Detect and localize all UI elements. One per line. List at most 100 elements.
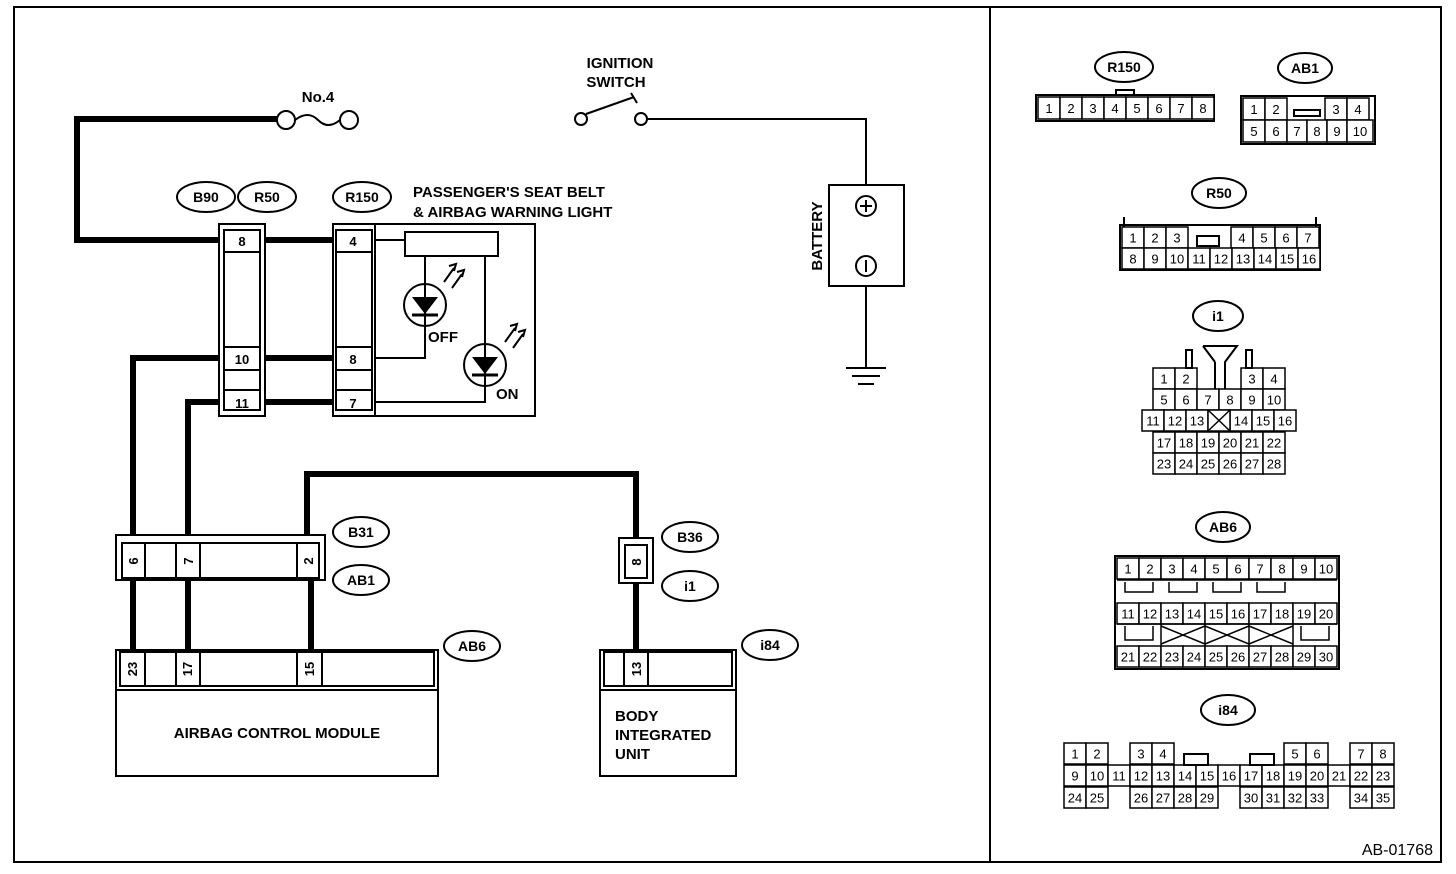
connector-pin-number: 23 [1165,650,1179,665]
fuse-label: No.4 [302,89,335,106]
connector-pin-number: 14 [1178,769,1192,784]
connector-pin-cell: 25 [1204,645,1228,668]
connector-pin-number: 10 [1353,124,1367,139]
connector-pin-number: 7 [1256,562,1263,577]
connector-pin-cell: 3 [1129,742,1153,765]
connector-pin-number: 16 [1231,607,1245,622]
connector-pin-cell: 26 [1129,786,1153,809]
connector-pin-cell: 8 [1191,96,1215,120]
connector-pin-number: 11 [1112,769,1126,784]
connector-pin-number: 6 [1282,231,1289,246]
ignition-switch: IGNITION SWITCH [574,55,654,126]
body-integrated-unit [599,649,737,777]
connector-pin-number: 30 [1244,791,1258,806]
connector-pin-cell: 6 [1264,119,1288,143]
connector-pin-cell: 27 [1151,786,1175,809]
connector-pin-number: 13 [1156,769,1170,784]
connector-pin-cell: 10 [1262,388,1286,411]
figure-id: AB-01768 [1362,842,1433,859]
connector-pin-number: 20 [1310,769,1324,784]
connector-pin-cell: 24 [1063,786,1087,809]
connector-pin-number: 15 [1256,414,1270,429]
connector-pin-cell: 4 [1346,97,1370,121]
connector-pin-number: 5 [1260,231,1267,246]
connector-pin-number: 9 [1300,562,1307,577]
connector-pin-number: 26 [1223,457,1237,472]
pin-r150-7: 7 [349,396,356,411]
connector-pin-cell: 23 [1160,645,1184,668]
connector-pin-cell: 17 [1152,431,1176,454]
connector-pin-number: 16 [1302,252,1316,267]
connector-b36-i1 [618,537,654,584]
connector-pin-cell: 12 [1163,409,1187,432]
fuse-no4: No.4 [276,89,359,130]
warning-light-unit: PASSENGER'S SEAT BELT & AIRBAG WARNING L… [374,184,612,417]
connector-pin-cell: 3 [1081,96,1105,120]
warning-light-label-1: PASSENGER'S SEAT BELT [413,184,605,201]
svg-text:i84: i84 [760,637,780,653]
connector-pin-cell: 19 [1292,602,1316,625]
connector-pin-number: 7 [1357,747,1364,762]
connector-pin-cell: 20 [1218,431,1242,454]
connector-r150 [332,223,376,417]
connector-pin-number: 28 [1178,791,1192,806]
connector-pin-cell: 16 [1226,602,1250,625]
airbag-module-label: AIRBAG CONTROL MODULE [174,725,380,742]
connector-pin-number: 1 [1071,747,1078,762]
connector-pin-cell: 22 [1138,645,1162,668]
pin-r150-4: 4 [349,234,357,249]
connector-pin-number: 26 [1231,650,1245,665]
connector-pin-number: 27 [1245,457,1259,472]
connector-pin-number: 9 [1333,124,1340,139]
connector-pin-cell: 15 [1195,764,1219,787]
connector-pin-number: 10 [1319,562,1333,577]
pin-b90-11: 11 [235,396,249,411]
connector-pin-number: 25 [1201,457,1215,472]
connector-pin-cell: 10 [1165,247,1189,270]
connector-pin-cell: 30 [1239,786,1263,809]
connector-pin-number: 18 [1275,607,1289,622]
connector-pin-number: 21 [1332,769,1346,784]
connector-pin-number: 9 [1071,769,1078,784]
svg-text:R150: R150 [345,189,379,205]
wires [74,116,867,652]
connector-pin-cell: 23 [1371,764,1395,787]
ignition-switch-label-1: IGNITION [587,55,654,72]
connector-pin-cell: 1 [1063,742,1087,765]
led-off-icon [403,262,466,327]
connector-pin-cell: 11 [1141,409,1165,432]
svg-text:AB1: AB1 [347,572,375,588]
connector-b31-ab1 [115,534,326,581]
tag-i1-left: i1 [661,570,719,602]
connector-pin-cell: 18 [1174,431,1198,454]
connector-pin-number: 4 [1111,101,1118,116]
connector-pin-cell: 21 [1327,764,1351,787]
connector-pin-number: 17 [1253,607,1267,622]
svg-text:AB6: AB6 [458,638,486,654]
pin-b90-8: 8 [238,234,245,249]
connector-pin-number: 20 [1319,607,1333,622]
connector-pin-cell: 14 [1182,602,1206,625]
connector-pin-number: 12 [1134,769,1148,784]
connector-pin-cell: 2 [1138,557,1162,580]
battery-label: BATTERY [809,201,826,270]
connector-pin-cell: 12 [1129,764,1153,787]
connector-pin-number: 13 [1236,252,1250,267]
connector-pin-cell: 22 [1349,764,1373,787]
body-unit-label-2: INTEGRATED [615,727,712,744]
face-tag-ab1: AB1 [1277,52,1333,84]
connector-pin-number: 14 [1234,414,1248,429]
ignition-switch-label-2: SWITCH [586,74,645,91]
connector-pin-cell: 7 [1248,557,1272,580]
connector-pin-number: 13 [1190,414,1204,429]
face-tag-i84: i84 [1200,694,1256,726]
connector-pin-number: 17 [1244,769,1258,784]
connector-pin-cell: 19 [1196,431,1220,454]
connector-pin-number: 1 [1160,372,1167,387]
connector-pin-cell: 32 [1283,786,1307,809]
connector-pin-number: 1 [1129,231,1136,246]
